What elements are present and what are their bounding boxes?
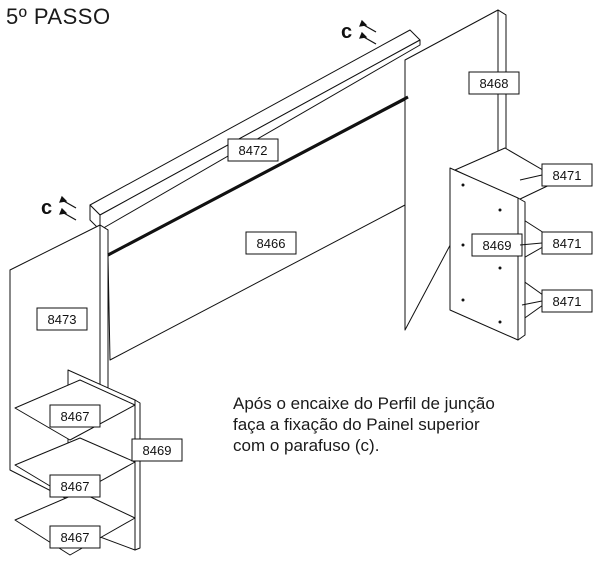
hole-dot (498, 266, 502, 270)
right-divider-edge (517, 197, 526, 341)
screw-icon (359, 19, 377, 45)
instructions-line-2: faça a fixação do Painel superior (233, 415, 480, 434)
part-label-left-side: 8473 (48, 312, 77, 327)
instructions-line-1: Após o encaixe do Perfil de junção (233, 394, 495, 413)
part-label-right-shelf-2: 8471 (553, 236, 582, 251)
screw-label-top: c (341, 21, 352, 43)
hole-dot (498, 208, 502, 212)
screw-icon (59, 195, 77, 221)
part-label-back-panel: 8466 (257, 236, 286, 251)
hole-dot (461, 243, 465, 247)
part-label-right-shelf-1: 8471 (553, 168, 582, 183)
part-label-right-side: 8468 (480, 76, 509, 91)
hole-dot (498, 320, 502, 324)
part-label-left-shelf-1: 8467 (61, 409, 90, 424)
instructions-line-3: com o parafuso (c). (233, 436, 380, 455)
screw-label-left: c (41, 197, 52, 219)
part-label-left-shelf-2: 8467 (61, 479, 90, 494)
part-label-right-divider: 8469 (483, 238, 512, 253)
part-label-left-shelf-3: 8467 (61, 530, 90, 545)
instructions-text: Após o encaixe do Perfil de junção faça … (233, 393, 600, 456)
hole-dot (461, 298, 465, 302)
part-label-right-shelf-3: 8471 (553, 294, 582, 309)
junction-profile (107, 95, 409, 257)
step-title: 5º PASSO (6, 4, 111, 29)
hole-dot (461, 183, 465, 187)
part-label-left-divider: 8469 (143, 443, 172, 458)
part-label-top-panel: 8472 (239, 143, 268, 158)
left-divider-edge (134, 399, 141, 551)
